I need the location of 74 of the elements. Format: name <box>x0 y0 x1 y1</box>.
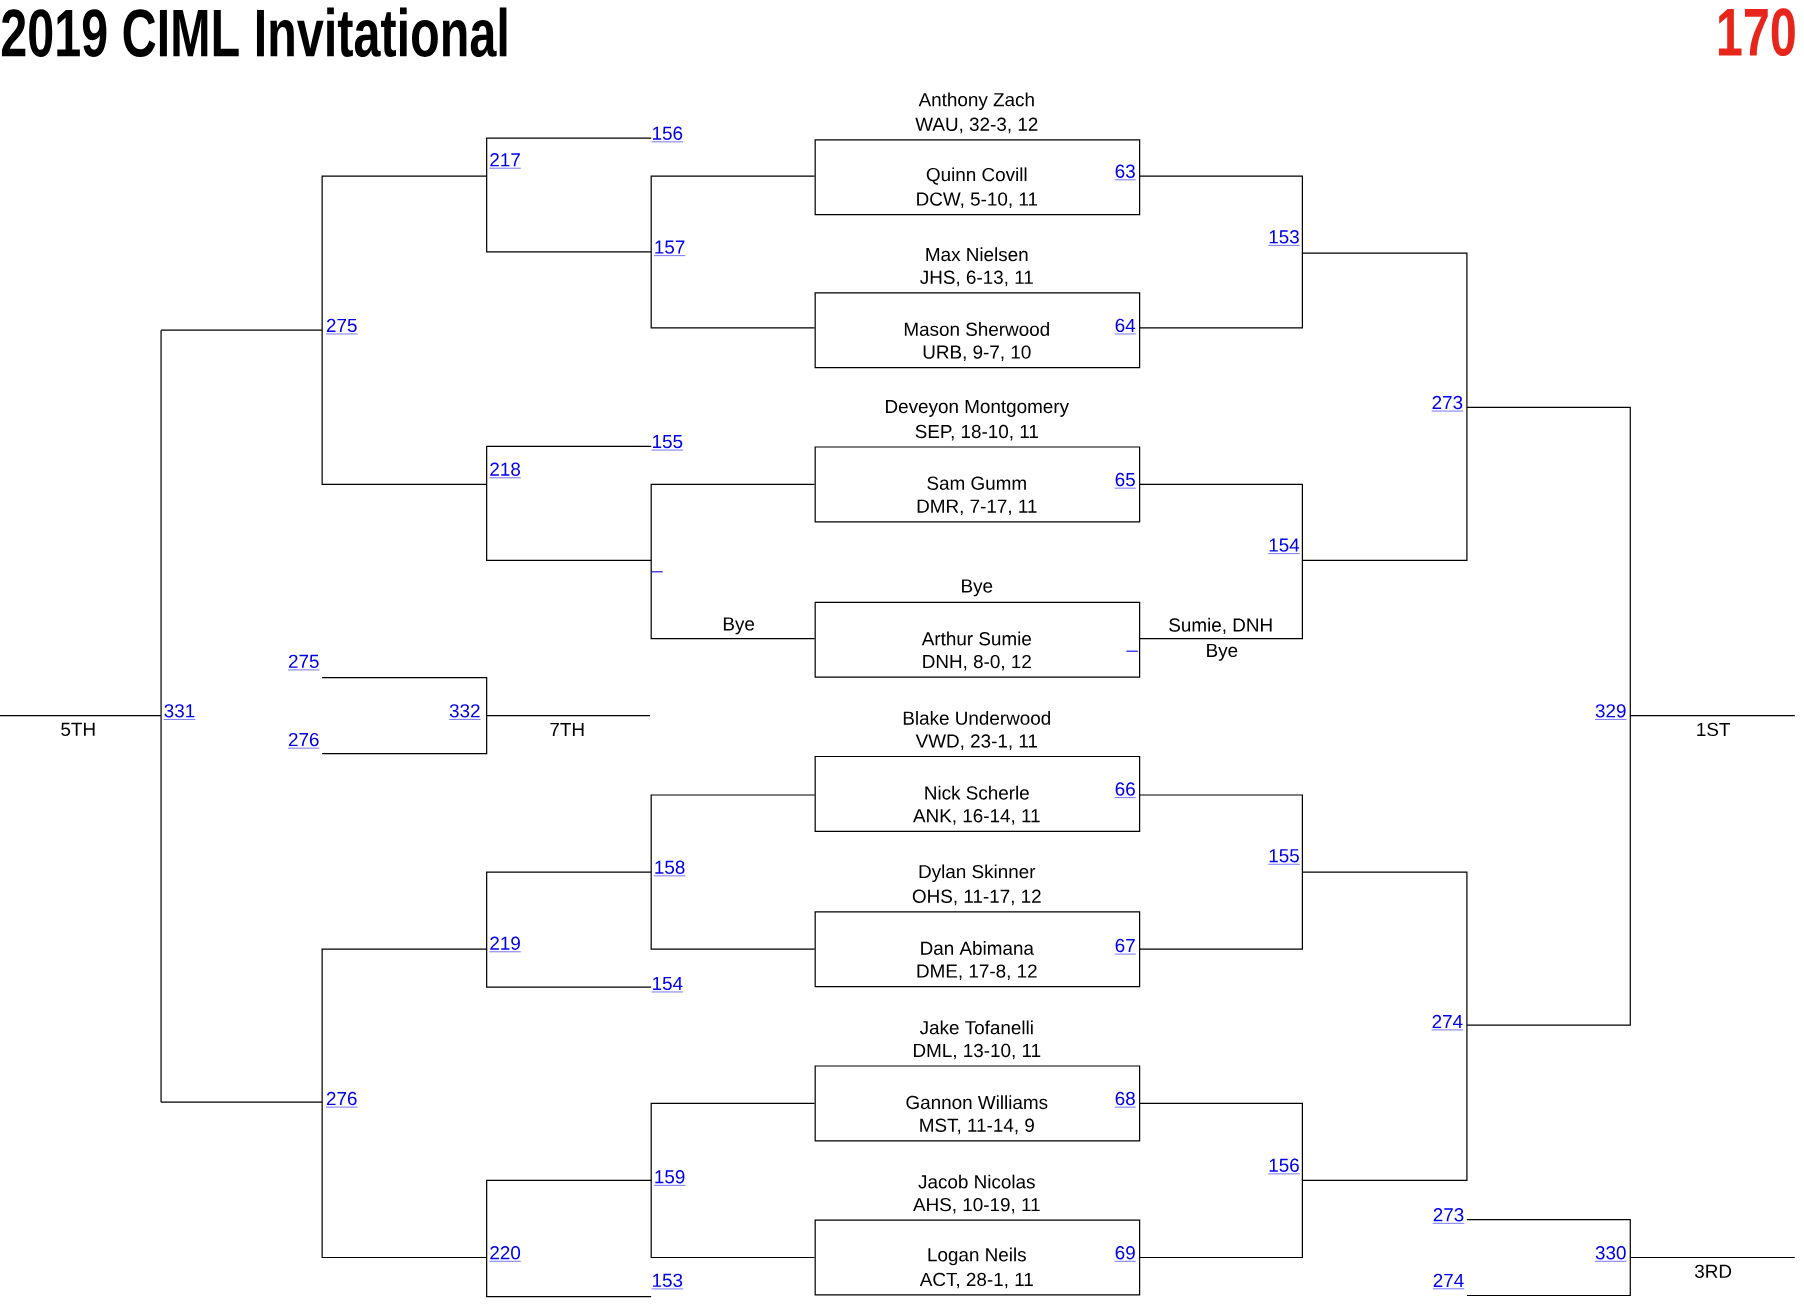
bout-number-link: 330 <box>1594 1246 1627 1262</box>
wrestler-record: URB, 9-7, 10 <box>923 345 1031 362</box>
wrestler-name: Quinn Covill <box>926 167 1027 185</box>
wrestler-record: OHS, 11-17, 12 <box>912 889 1041 906</box>
bout-number-link: 157 <box>653 240 686 256</box>
bout-number-link: 153 <box>1267 230 1300 246</box>
title: 2019 CIML Invitational <box>1 7 507 57</box>
wrestler-record: VWD, 23-1, 11 <box>915 734 1038 750</box>
bout-number-link: 155 <box>651 435 684 451</box>
wrestler-record: Bye <box>962 579 993 597</box>
wrestler-name: Blake Underwood <box>903 711 1050 725</box>
bout-number-link: 220 <box>489 1246 522 1262</box>
bout-number-link: 331 <box>163 704 196 720</box>
wrestler-record: AHS, 10-19, 11 <box>913 1198 1040 1214</box>
wrestler-record: DMR, 7-17, 11 <box>917 499 1037 516</box>
wrestler-record: DME, 17-8, 12 <box>917 964 1037 981</box>
wrestler-name: Jake Tofanelli <box>919 1020 1033 1035</box>
wrestler-record: DNH, 8-0, 12 <box>923 654 1031 671</box>
bout-number-link: 65 <box>1114 472 1136 489</box>
wrestler-record: ANK, 16-14, 11 <box>913 809 1040 825</box>
wrestler-name: Anthony Zach <box>918 92 1034 111</box>
bout-number-link: 69 <box>1114 1246 1136 1262</box>
wrestler-record: JHS, 6-13, 11 <box>920 270 1033 287</box>
bout-number-link: 219 <box>489 936 522 953</box>
wrestler-name: Max Nielsen <box>926 247 1028 262</box>
wrestler-record: DCW, 5-10, 11 <box>917 192 1038 209</box>
bracket-label: 3RD <box>1694 1264 1732 1279</box>
bracket-label: 5TH <box>61 722 95 737</box>
bout-number-link: 64 <box>1114 318 1136 335</box>
bout-number-link: 155 <box>1267 849 1300 865</box>
bout-number-link: 156 <box>651 126 684 143</box>
bout-number-link: 273 <box>1431 395 1464 412</box>
bout-number-link: 273 <box>1432 1208 1465 1224</box>
wrestler-name: Dan Abimana <box>921 941 1034 955</box>
wrestler-record: WAU, 32-3, 12 <box>915 117 1038 134</box>
bout-number-link: 156 <box>1267 1158 1300 1175</box>
bracket-label: Sumie, DNH <box>1169 617 1272 634</box>
wrestler-record: MST, 11-14, 9 <box>920 1118 1034 1135</box>
wrestler-name: Jacob Nicolas <box>918 1174 1035 1189</box>
wrestler-record: DML, 13-10, 11 <box>914 1043 1041 1060</box>
bout-number-link: 67 <box>1114 938 1136 955</box>
wrestler-name: Dylan Skinner <box>919 864 1036 883</box>
bout-number-link: 66 <box>1114 782 1136 798</box>
bout-number-link: 218 <box>489 462 522 479</box>
bout-number-link: 68 <box>1114 1091 1136 1108</box>
wrestler-name: Nick Scherle <box>925 785 1029 800</box>
wrestler-name: Arthur Sumie <box>921 631 1031 646</box>
wrestler-name: Mason Sherwood <box>904 322 1049 337</box>
bracket-label: Bye <box>723 617 755 635</box>
bracket-label: Bye <box>1207 643 1238 661</box>
bout-number-link: 274 <box>1431 1014 1464 1031</box>
wrestler-record: ACT, 28-1, 11 <box>919 1272 1033 1289</box>
wrestler-name: Deveyon Montgomery <box>886 400 1069 417</box>
wrestler-name: Gannon Williams <box>906 1095 1048 1110</box>
bout-number-link: 274 <box>1432 1273 1465 1290</box>
wrestler-name: Logan Neils <box>928 1247 1026 1266</box>
bout-number-link: 153 <box>651 1273 684 1290</box>
bout-number-link: 275 <box>287 654 320 671</box>
bout-number-link: 276 <box>287 732 320 749</box>
bracket-label: 7TH <box>550 723 584 736</box>
bout-number-link: 158 <box>653 860 686 877</box>
bout-number-link: 154 <box>1267 538 1300 554</box>
bout-number-link: 276 <box>325 1091 358 1108</box>
bout-number-link: 217 <box>489 153 522 169</box>
wrestler-name: Sam Gumm <box>927 476 1026 490</box>
bout-number-link: 275 <box>325 318 358 335</box>
bracket-label: 1ST <box>1697 722 1730 737</box>
weight-class: 170 <box>1718 8 1795 57</box>
bout-number-link: 329 <box>1594 704 1627 720</box>
bout-number-link: 63 <box>1114 164 1136 181</box>
bout-number-link: 332 <box>448 704 481 720</box>
bout-number-link: 154 <box>651 977 684 993</box>
bout-number-link: 159 <box>653 1170 686 1186</box>
wrestler-record: SEP, 18-10, 11 <box>915 424 1038 441</box>
